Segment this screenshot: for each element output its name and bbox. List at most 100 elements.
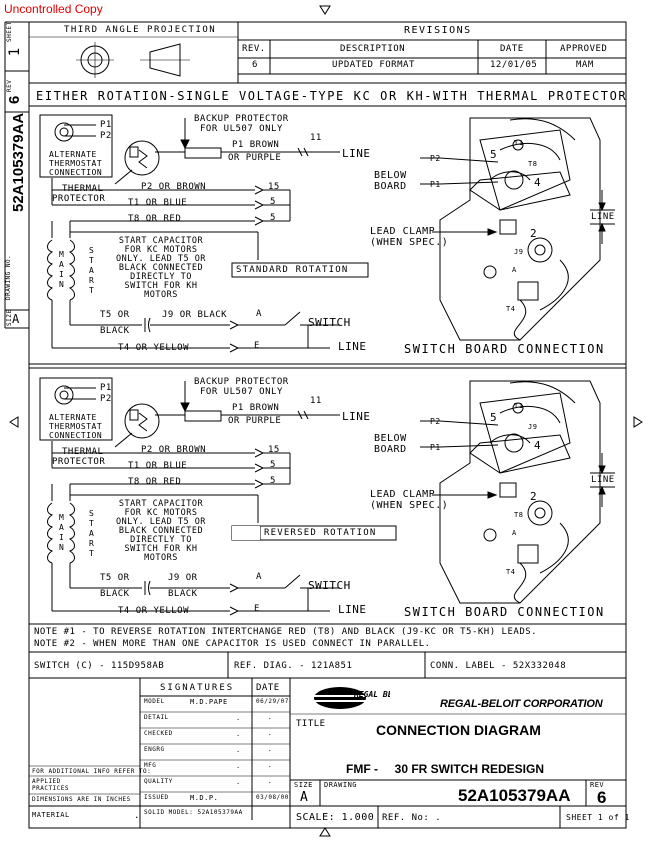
- material-label: MATERIAL: [32, 811, 70, 819]
- signature-date: .: [268, 778, 273, 785]
- ref-diag: REF. DIAG. - 121A851: [234, 661, 353, 671]
- signature-role: ISSUED: [144, 794, 169, 801]
- signature-date: .: [268, 714, 273, 721]
- date-header: DATE: [500, 44, 524, 54]
- dimensions-note: DIMENSIONS ARE IN INCHES: [32, 796, 131, 803]
- t8-red-a: T8 OR RED: [128, 214, 182, 224]
- board-a-a: A: [512, 266, 517, 274]
- rev-row-date: 12/01/05: [490, 60, 538, 70]
- board-t4-b: T4: [506, 568, 516, 576]
- signature-date: 06/29/07: [256, 698, 289, 705]
- signature-name: M.D.PAPE: [190, 698, 228, 706]
- board-2-b: 2: [530, 490, 538, 503]
- info-refer: FOR ADDITIONAL INFO REFER TO:: [32, 768, 152, 775]
- board-5-a: 5: [490, 148, 498, 161]
- signature-role: QUALITY: [144, 778, 173, 785]
- switch-label-b: SWITCH: [308, 579, 351, 592]
- board-p1-b: P1: [430, 443, 441, 452]
- signature-role: MODEL: [144, 698, 165, 705]
- switch-board-connection-a: SWITCH BOARD CONNECTION: [404, 342, 605, 356]
- regal-beloit-logo: REGAL BELOIT: [314, 687, 390, 709]
- logo-text: REGAL BELOIT: [354, 690, 390, 699]
- signature-role: CHECKED: [144, 730, 173, 737]
- rev-row-description: UPDATED FORMAT: [332, 60, 415, 70]
- p2-brown-b: P2 OR BROWN: [141, 445, 207, 455]
- sheet-of: SHEET 1 of 1: [566, 813, 630, 822]
- rev-header: REV.: [242, 44, 266, 54]
- board-p2-a: P2: [430, 154, 441, 163]
- revisions-title: REVISIONS: [404, 25, 472, 36]
- board-5-b: 5: [490, 411, 498, 424]
- rev-header-tb: REV: [590, 781, 605, 789]
- n5-2-a: 5: [270, 213, 276, 223]
- l1-label-b: 11: [310, 396, 322, 406]
- standard-rotation-label: STANDARD ROTATION: [236, 265, 349, 275]
- t4-yellow-b: T4 OR YELLOW: [118, 606, 190, 616]
- signature-name: .: [236, 730, 241, 738]
- line-label-b: LINE: [342, 410, 371, 423]
- board-t1-b: T1: [514, 402, 524, 410]
- t5-or-a: T5 OR: [100, 310, 130, 320]
- title-label: TITLE: [296, 719, 326, 729]
- board-p2-b: P2: [430, 417, 441, 426]
- signatures-date-header: DATE: [256, 683, 280, 693]
- main-title: EITHER ROTATION-SINGLE VOLTAGE-TYPE KC O…: [36, 89, 628, 103]
- signature-name: .: [236, 746, 241, 754]
- sidebar-size-value: A: [12, 312, 20, 326]
- board-4-b: 4: [534, 439, 542, 452]
- e-label-a: E: [254, 341, 260, 351]
- lead-clamp-b: LEAD CLAMP(WHEN SPEC.): [370, 489, 449, 511]
- signature-date: .: [268, 746, 273, 753]
- reversed-rotation-label: REVERSED ROTATION: [264, 528, 377, 538]
- l1-label-a: 11: [310, 133, 322, 143]
- company-name: REGAL-BELOIT CORPORATION: [440, 698, 603, 710]
- p2-label-b: P2: [100, 394, 112, 404]
- line-label-a: LINE: [342, 147, 371, 160]
- board-2-a: 2: [530, 227, 538, 240]
- p1-label-a: P1: [100, 120, 112, 130]
- board-line-b: LINE: [591, 475, 615, 485]
- board-t8-b: T8: [514, 511, 524, 519]
- signature-name: M.D.P.: [190, 794, 219, 802]
- t4-yellow-a: T4 OR YELLOW: [118, 343, 190, 353]
- approved-header: APPROVED: [560, 44, 608, 54]
- p1-brown-b: P1 BROWN: [232, 403, 280, 413]
- signature-role: ENGRG: [144, 746, 165, 753]
- size-header: SIZE: [294, 781, 313, 789]
- material-value: .: [134, 811, 140, 821]
- e-label-b: E: [254, 604, 260, 614]
- signature-date: 03/08/00: [256, 794, 289, 801]
- board-4-a: 4: [534, 176, 542, 189]
- p1-brown-a: P1 BROWN: [232, 140, 280, 150]
- rev-value-tb: 6: [597, 788, 607, 807]
- scale: SCALE: 1.000: [296, 812, 375, 823]
- j9-black-a: J9 OR BLACK: [162, 310, 228, 320]
- board-t1-a: T1: [514, 139, 524, 147]
- conn-label: CONN. LABEL - 52X332048: [430, 661, 567, 671]
- a-label-b: A: [256, 572, 262, 582]
- p1-label-b: P1: [100, 383, 112, 393]
- n15-a: 15: [268, 182, 280, 192]
- t8-red-b: T8 OR RED: [128, 477, 182, 487]
- p2-label-a: P2: [100, 131, 112, 141]
- rev-row-approved: MAM: [576, 60, 594, 70]
- board-a-b: A: [512, 529, 517, 537]
- lead-clamp-a: LEAD CLAMP(WHEN SPEC.): [370, 226, 449, 248]
- description-header: DESCRIPTION: [340, 44, 406, 54]
- n15-b: 15: [268, 445, 280, 455]
- signature-date: .: [268, 762, 273, 769]
- drawing-subtitle: FMF - 30 FR SWITCH REDESIGN: [346, 762, 545, 776]
- board-t8-a: T8: [528, 160, 538, 168]
